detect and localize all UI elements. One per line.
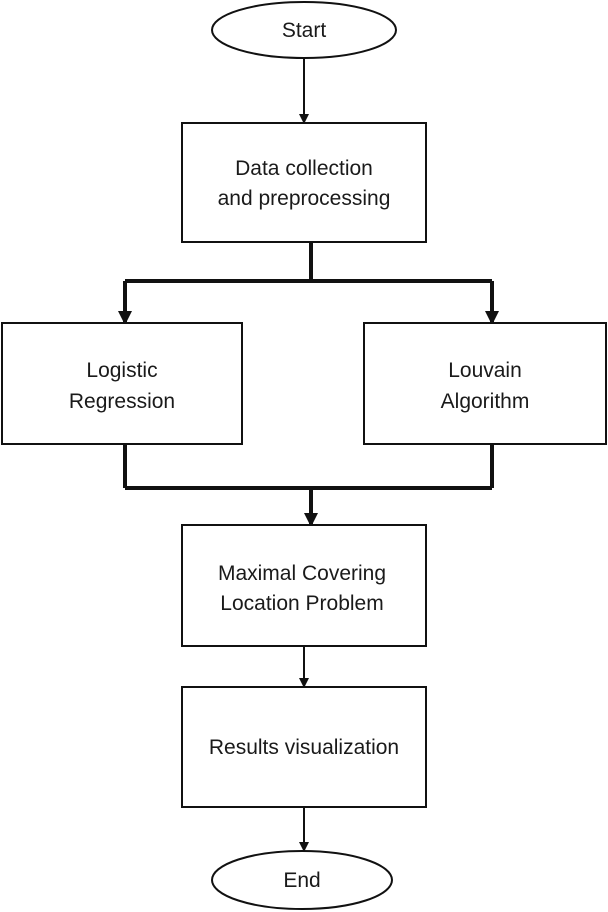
merge-connector <box>123 444 494 527</box>
logistic-regression-label-line2: Regression <box>69 390 175 413</box>
mclp-label-line1: Maximal Covering <box>218 562 386 585</box>
end-node: End <box>211 850 393 910</box>
louvain-algorithm-node: Louvain Algorithm <box>363 322 607 445</box>
results-visualization-node: Results visualization <box>181 686 427 808</box>
start-node: Start <box>211 1 397 59</box>
split-connector <box>118 242 499 325</box>
start-label: Start <box>282 19 327 42</box>
louvain-algorithm-label-line1: Louvain <box>448 359 522 382</box>
end-label: End <box>283 869 320 892</box>
mclp-label-line2: Location Problem <box>220 592 383 615</box>
mclp-node: Maximal Covering Location Problem <box>181 524 427 647</box>
logistic-regression-node: Logistic Regression <box>1 322 243 445</box>
data-collection-label-line2: and preprocessing <box>218 187 391 210</box>
logistic-regression-label-line1: Logistic <box>86 359 157 382</box>
data-collection-node: Data collection and preprocessing <box>181 122 427 243</box>
data-collection-label-line1: Data collection <box>235 157 373 180</box>
results-visualization-label: Results visualization <box>209 736 399 759</box>
louvain-algorithm-label-line2: Algorithm <box>441 390 530 413</box>
